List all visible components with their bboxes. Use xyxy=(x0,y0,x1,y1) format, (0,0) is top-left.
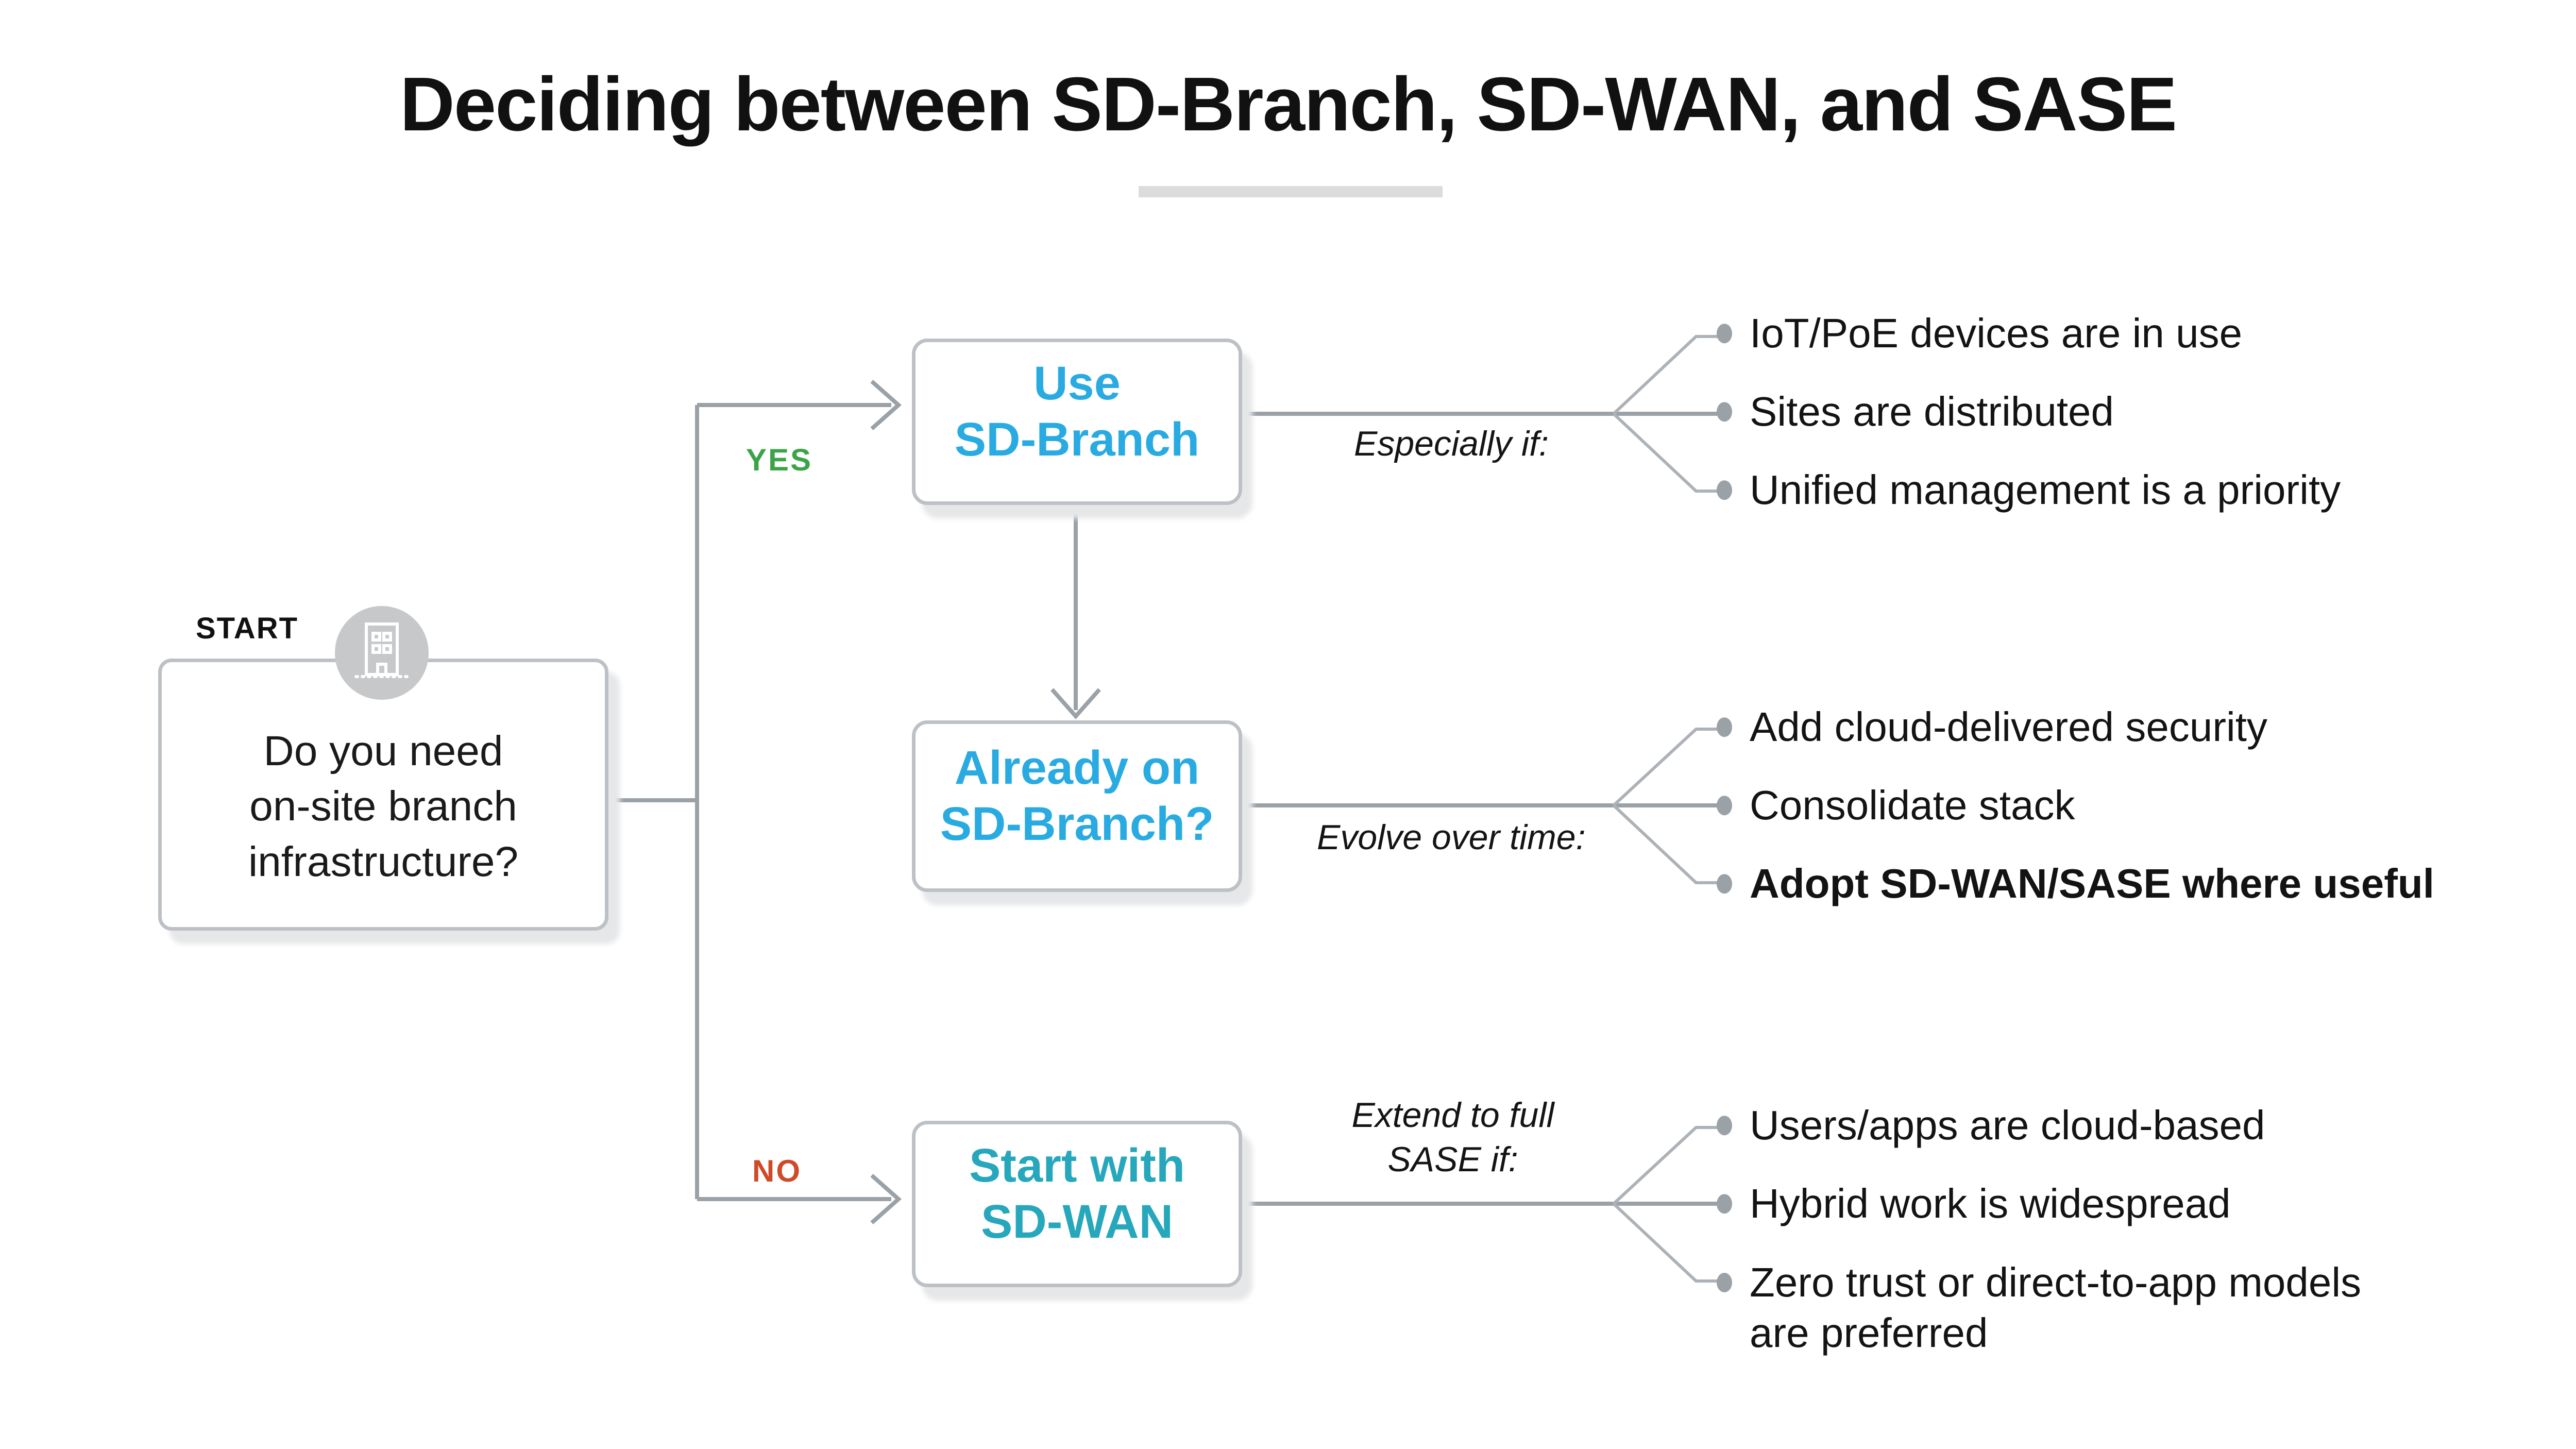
no-label: NO xyxy=(752,1154,802,1188)
bullet-item: Unified management is a priority xyxy=(1717,465,2341,515)
bullet-dot xyxy=(1717,874,1732,894)
building-icon xyxy=(354,622,409,678)
node-use-sd-branch: Use SD-Branch xyxy=(912,339,1242,505)
bullet-item: Hybrid work is widespread xyxy=(1717,1178,2231,1229)
building-icon-badge xyxy=(335,606,429,700)
fan-line-bottom-3 xyxy=(1612,1202,1718,1283)
node-already-on-sd-branch: Already on SD-Branch? xyxy=(912,720,1242,892)
bullet-label: Sites are distributed xyxy=(1750,389,2114,435)
bullet-dot xyxy=(1717,480,1732,500)
bullet-label: Consolidate stack xyxy=(1750,782,2075,829)
fan-line-bottom-2 xyxy=(1612,804,1718,884)
bullet-item: Zero trust or direct-to-app models are p… xyxy=(1717,1257,2361,1358)
bullet-label: Users/apps are cloud-based xyxy=(1750,1102,2265,1149)
node-start-with-sd-wan-title: Start with SD-WAN xyxy=(969,1139,1185,1248)
node-start-with-sd-wan: Start with SD-WAN xyxy=(912,1121,1242,1287)
bullet-dot xyxy=(1717,717,1732,737)
start-question-box: Do you need on-site branch infrastructur… xyxy=(158,659,608,931)
bullet-label: IoT/PoE devices are in use xyxy=(1750,310,2243,357)
bullet-label-emphasis: Adopt SD-WAN/SASE where useful xyxy=(1750,861,2434,907)
bullet-label: Unified management is a priority xyxy=(1750,467,2341,513)
fan-line-bottom-1 xyxy=(1612,412,1718,493)
no-arrowhead-icon xyxy=(870,1174,902,1224)
fan-line-top-3 xyxy=(1612,1126,1718,1205)
bullet-item: Add cloud-delivered security xyxy=(1717,702,2267,752)
bullet-dot xyxy=(1717,1194,1732,1214)
start-label: START xyxy=(196,612,299,645)
bullet-item: Sites are distributed xyxy=(1717,386,2114,437)
node-use-sd-branch-title: Use SD-Branch xyxy=(954,357,1200,466)
bullet-label: Zero trust or direct-to-app models are p… xyxy=(1750,1259,2362,1356)
bullet-dot xyxy=(1717,1273,1732,1292)
bullet-item: Consolidate stack xyxy=(1717,780,2075,831)
bullet-dot xyxy=(1717,402,1732,422)
bullet-item: IoT/PoE devices are in use xyxy=(1717,308,2242,359)
bullet-item: Adopt SD-WAN/SASE where useful xyxy=(1717,858,2434,909)
qualifier-especially-if: Especially if: xyxy=(1354,424,1549,463)
bullet-dot xyxy=(1717,1116,1732,1135)
bullet-dot xyxy=(1717,796,1732,815)
yes-label: YES xyxy=(746,443,813,477)
fan-line-top-1 xyxy=(1612,335,1718,415)
qualifier-evolve-over-time: Evolve over time: xyxy=(1317,818,1586,857)
bullet-item: Users/apps are cloud-based xyxy=(1717,1100,2265,1151)
title-divider xyxy=(1139,186,1443,197)
bullet-dot xyxy=(1717,324,1732,343)
node-already-on-sd-branch-title: Already on SD-Branch? xyxy=(940,741,1214,850)
bullet-label: Hybrid work is widespread xyxy=(1750,1181,2231,1227)
yes-arrowhead-icon xyxy=(870,380,902,430)
page-title: Deciding between SD-Branch, SD-WAN, and … xyxy=(399,62,2177,147)
bullet-label: Add cloud-delivered security xyxy=(1750,704,2267,750)
qualifier-extend-to-full-sase: Extend to full SASE if: xyxy=(1351,1096,1554,1179)
fan-line-top-2 xyxy=(1612,728,1718,807)
start-question-text: Do you need on-site branch infrastructur… xyxy=(248,727,519,885)
down-arrowhead-icon xyxy=(1050,688,1101,720)
